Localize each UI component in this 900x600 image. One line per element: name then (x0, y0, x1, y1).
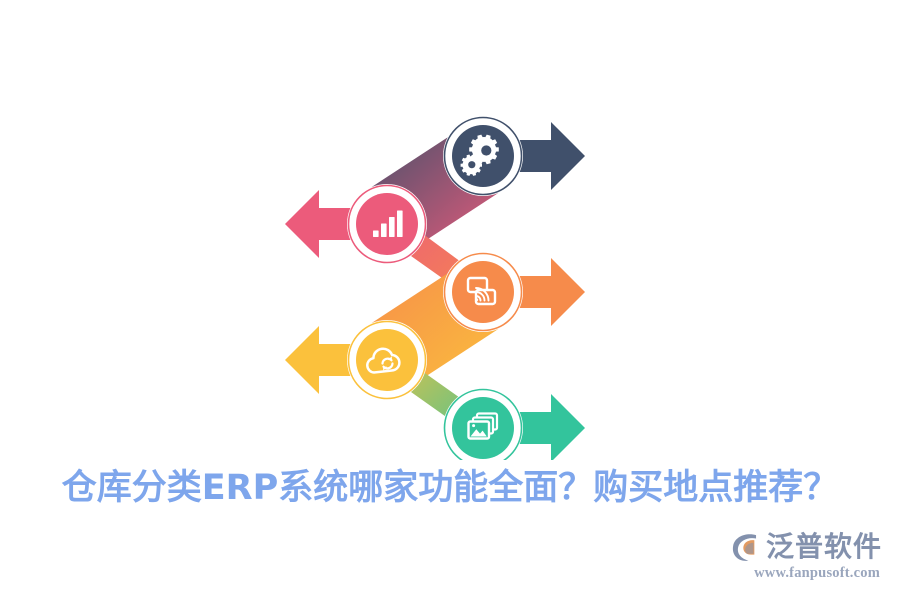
arrow-left-pink (285, 190, 387, 258)
gallery-images-icon (467, 412, 499, 440)
gears-icon (460, 134, 499, 176)
node-screen-cast[interactable] (443, 252, 523, 332)
cloud-sync-icon (366, 347, 401, 374)
arrow-left-yellow (285, 326, 387, 394)
arrow-right-navy (483, 122, 585, 190)
screen-cast-icon (466, 276, 497, 306)
page-title: 仓库分类ERP系统哪家功能全面？购买地点推荐？ (61, 468, 839, 508)
fanpu-logo-mark (732, 534, 757, 561)
zigzag-arrow-infographic (255, 100, 615, 460)
brand-logo[interactable]: 泛普软件 www.fanpusoft.com (712, 528, 882, 588)
node-gallery[interactable] (443, 388, 523, 460)
node-bar-chart[interactable] (347, 184, 427, 264)
node-cloud-sync[interactable] (347, 320, 427, 400)
arrow-right-orange (483, 258, 585, 326)
bar-chart-icon (373, 210, 403, 237)
node-gears[interactable] (443, 116, 523, 196)
brand-name: 泛普软件 (765, 530, 882, 563)
brand-website: www.fanpusoft.com (754, 565, 880, 581)
